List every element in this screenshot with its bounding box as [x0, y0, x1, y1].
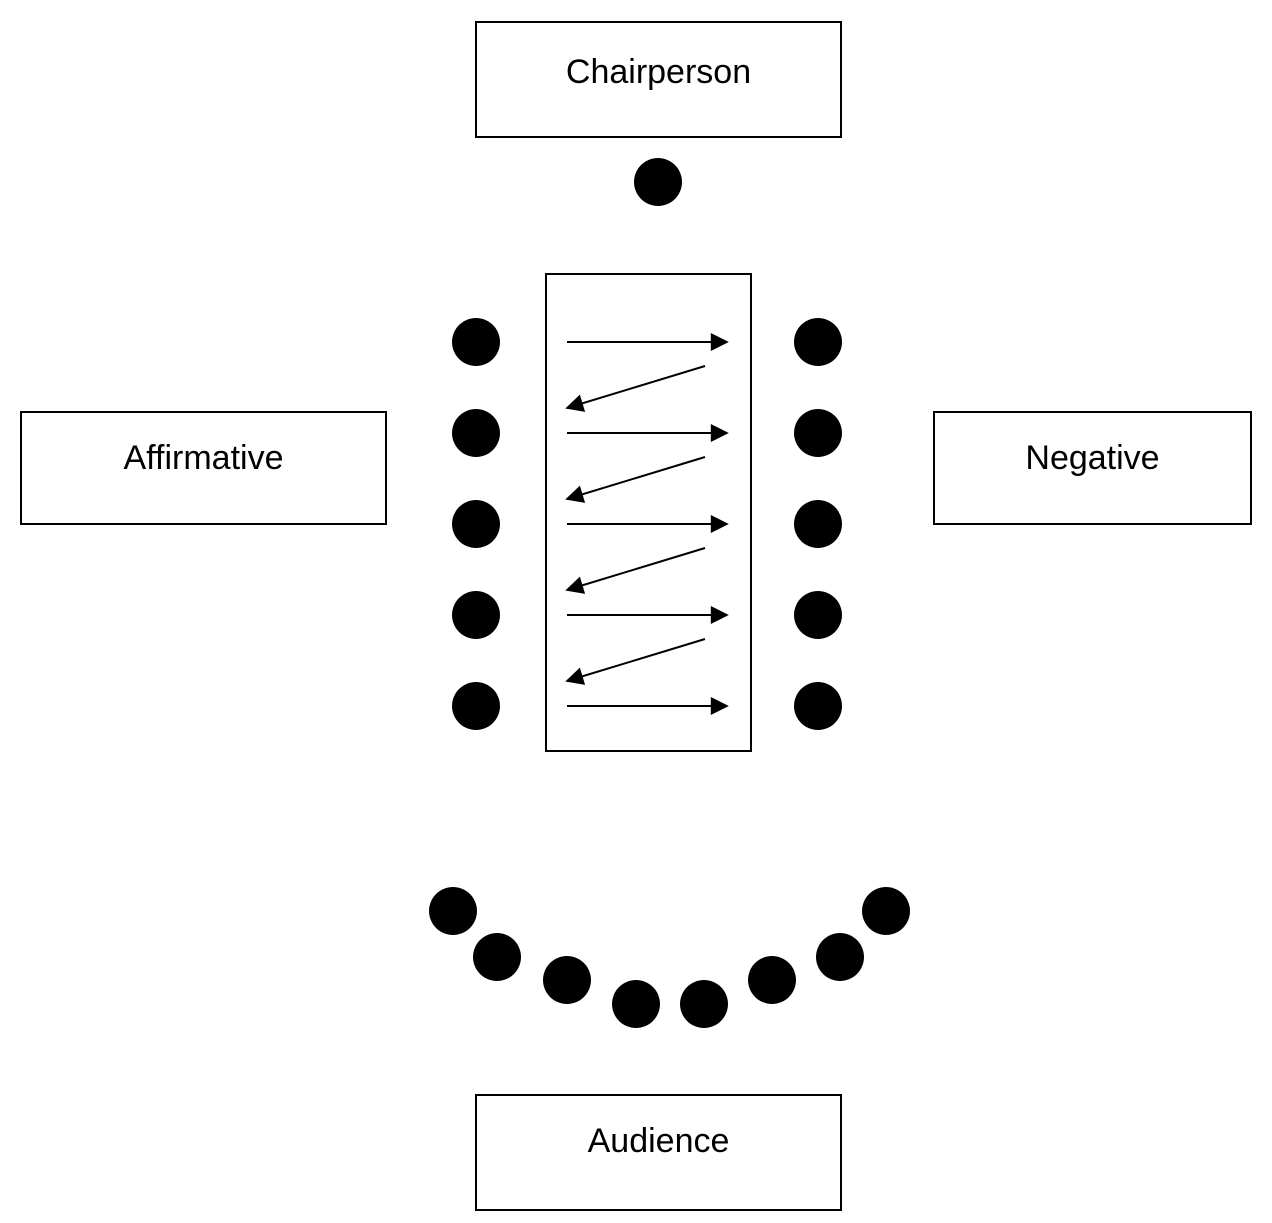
- affirmative-box: Affirmative: [20, 411, 387, 525]
- affirmative-label: Affirmative: [123, 439, 284, 477]
- audience-seat: [680, 980, 728, 1028]
- affirmative-seat: [452, 591, 500, 639]
- audience-box: Audience: [475, 1094, 842, 1211]
- return-exchange-arrow: [565, 456, 706, 503]
- chairperson-seat: [634, 158, 682, 206]
- return-exchange-arrow: [565, 365, 706, 412]
- return-exchange-arrow: [565, 638, 706, 685]
- negative-seat: [794, 500, 842, 548]
- affirmative-seat: [452, 409, 500, 457]
- negative-seat: [794, 409, 842, 457]
- audience-seats: [429, 887, 910, 1028]
- exchange-arrows: [565, 333, 729, 715]
- negative-seat: [794, 318, 842, 366]
- audience-seat: [862, 887, 910, 935]
- affirmative-seat: [452, 318, 500, 366]
- negative-seat: [794, 591, 842, 639]
- debate-table: [545, 273, 752, 752]
- affirmative-seat: [452, 682, 500, 730]
- negative-seats: [794, 318, 842, 730]
- negative-label: Negative: [1025, 439, 1160, 477]
- return-exchange-arrow: [565, 547, 706, 594]
- chairperson-seats: [634, 158, 682, 206]
- negative-seat: [794, 682, 842, 730]
- chairperson-label: Chairperson: [565, 53, 752, 91]
- audience-seat: [473, 933, 521, 981]
- audience-seat: [543, 956, 591, 1004]
- audience-seat: [429, 887, 477, 935]
- audience-seat: [612, 980, 660, 1028]
- audience-seat: [748, 956, 796, 1004]
- affirmative-seat: [452, 500, 500, 548]
- chairperson-box: Chairperson: [475, 21, 842, 138]
- audience-seat: [816, 933, 864, 981]
- audience-label: Audience: [587, 1122, 730, 1160]
- negative-box: Negative: [933, 411, 1252, 525]
- affirmative-seats: [452, 318, 500, 730]
